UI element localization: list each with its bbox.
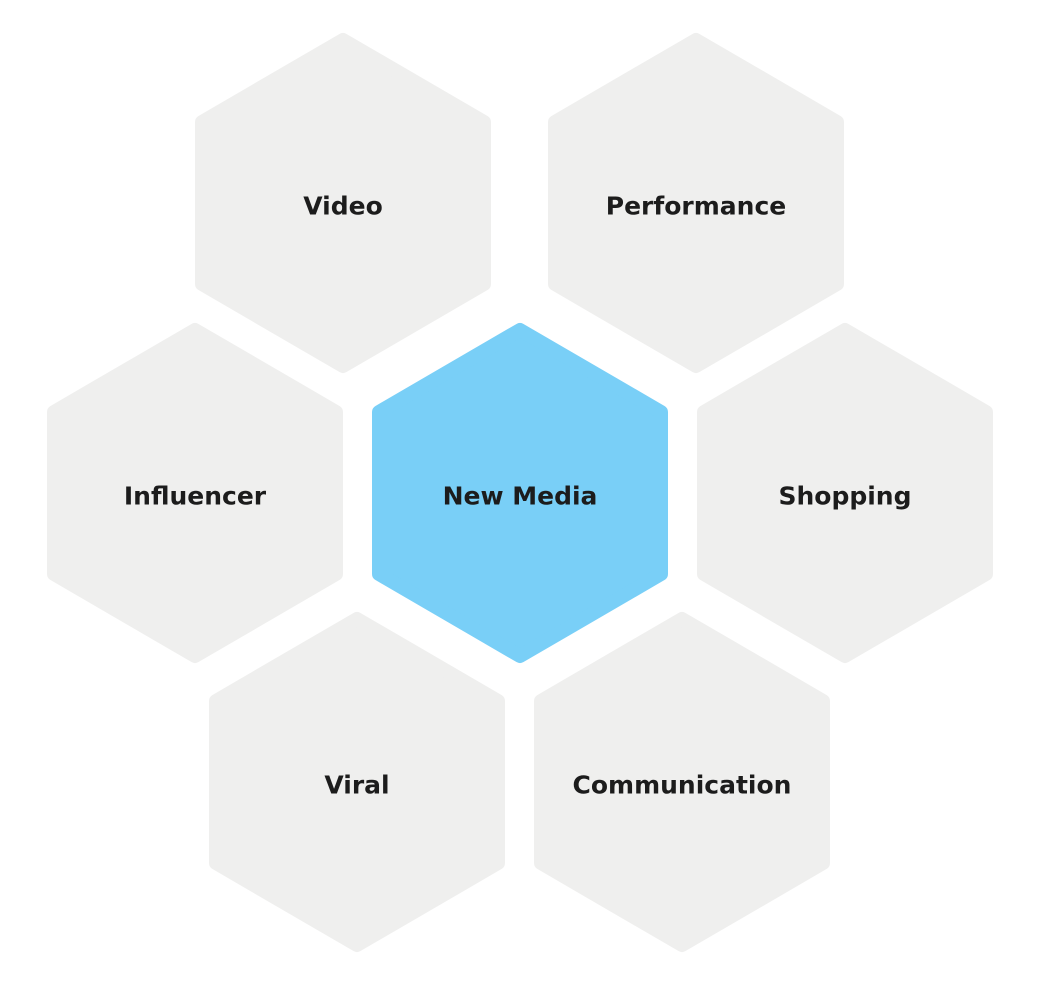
node-label: Viral	[324, 771, 389, 800]
hexagon-shape	[548, 33, 844, 373]
node-label: Influencer	[124, 482, 267, 511]
hexagon-shape	[47, 323, 343, 663]
hexagon-shape-center	[372, 323, 668, 663]
hex-node-influencer: Influencer	[47, 323, 343, 663]
hex-node-communication: Communication	[534, 612, 830, 952]
hex-node-video: Video	[195, 33, 491, 373]
node-label: Communication	[573, 771, 792, 800]
hex-node-center: New Media	[372, 323, 668, 663]
hexagon-shape	[697, 323, 993, 663]
node-label: Shopping	[778, 482, 911, 511]
hexagon-shape	[209, 612, 505, 952]
hex-node-performance: Performance	[548, 33, 844, 373]
hexagon-shape	[195, 33, 491, 373]
hex-node-shopping: Shopping	[697, 323, 993, 663]
hex-node-viral: Viral	[209, 612, 505, 952]
center-label: New Media	[443, 482, 598, 511]
node-label: Video	[303, 192, 383, 221]
node-label: Performance	[606, 192, 786, 221]
hexagon-shape	[534, 612, 830, 952]
